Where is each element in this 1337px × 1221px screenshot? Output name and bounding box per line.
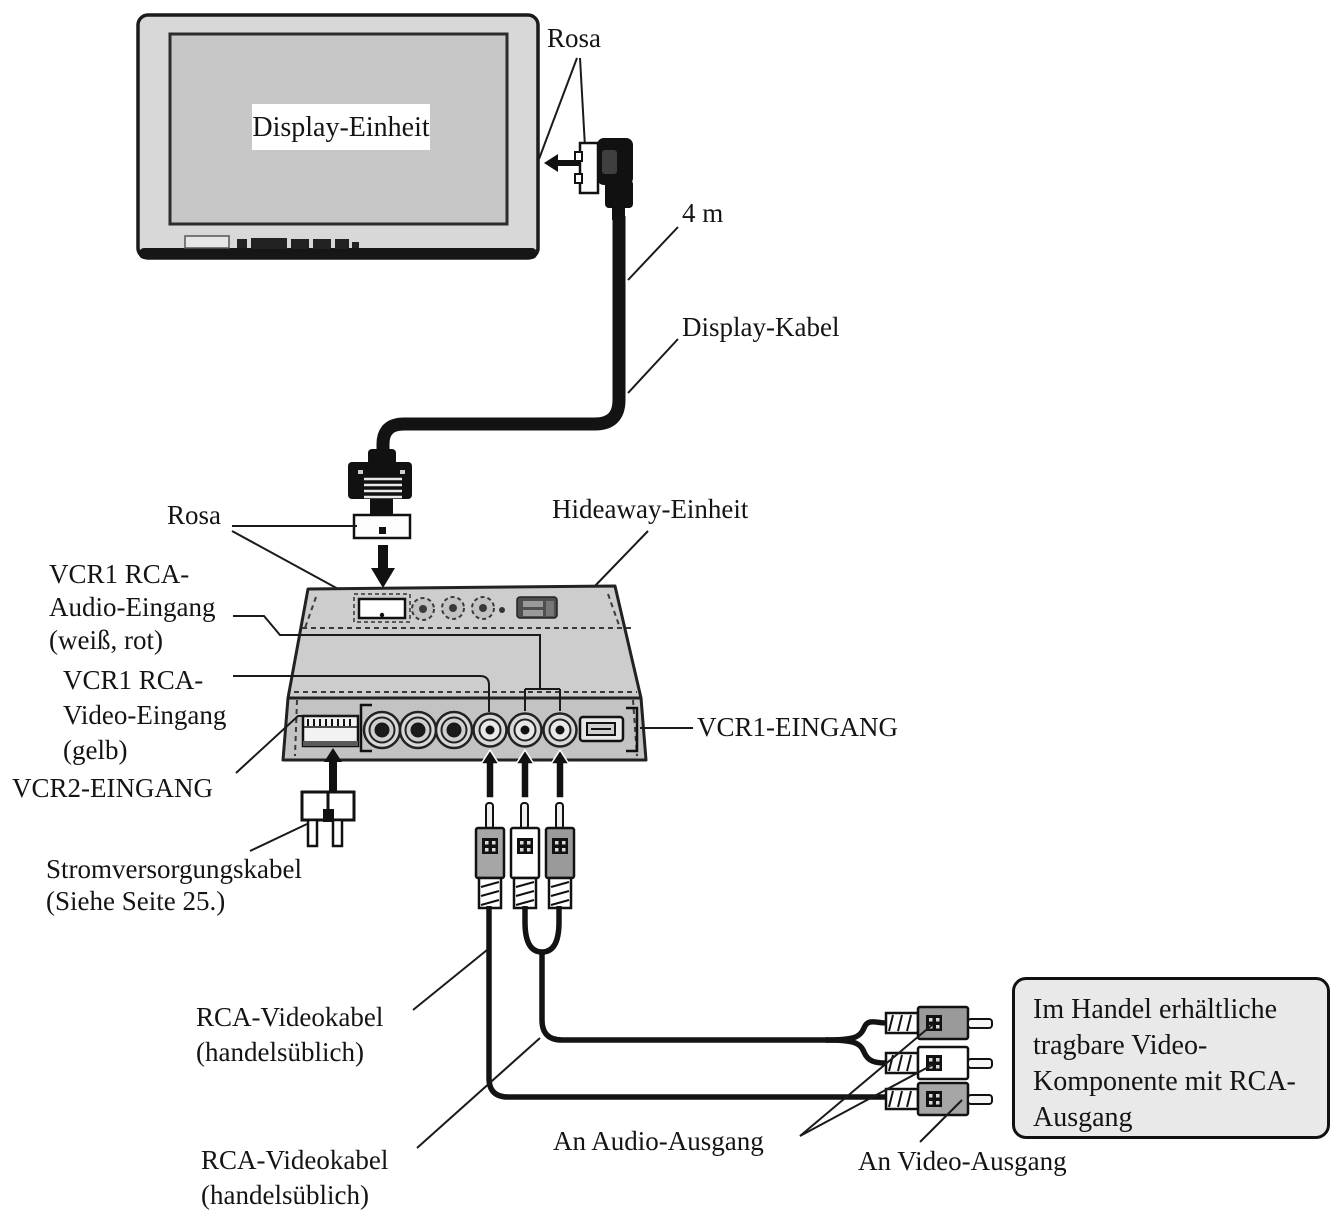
rca-cable-lines bbox=[486, 906, 887, 1100]
power-leader-line bbox=[249, 823, 308, 852]
rca-plugs-right bbox=[884, 1005, 993, 1117]
rosa-top-leader-lines bbox=[538, 57, 586, 160]
hideaway-unit-label: Hideaway-Einheit bbox=[552, 494, 749, 524]
display-cable-plug bbox=[348, 449, 412, 540]
vcr2-multipin-connector bbox=[301, 714, 360, 748]
cable-leader-lines bbox=[627, 226, 679, 394]
vcr2-leader-line bbox=[235, 715, 359, 774]
display-buttons bbox=[184, 235, 359, 249]
audio-cable-line bbox=[539, 952, 828, 1043]
rosa-top-label: Rosa bbox=[547, 23, 601, 53]
power-connector bbox=[300, 790, 356, 848]
rca-cable1-line1: RCA-Videokabel bbox=[196, 1002, 384, 1032]
rca-jacks-small bbox=[472, 712, 578, 748]
rca-plug-video-up bbox=[474, 802, 506, 910]
rca-plug-red-up bbox=[544, 802, 576, 910]
video-cable-line bbox=[486, 906, 886, 1100]
vcr1-connector bbox=[578, 715, 625, 743]
vcr1-audio-line2: Audio-Eingang bbox=[49, 592, 216, 622]
vcr1-video-input-label: VCR1 RCA- Video-Eingang (gelb) bbox=[63, 663, 226, 768]
din-connector-icons bbox=[411, 596, 505, 621]
rca-plug-yellow-right bbox=[884, 1081, 993, 1117]
rca-plug-white-right bbox=[884, 1045, 993, 1081]
vcr1-video-leader-line bbox=[233, 675, 490, 712]
vcr1-video-line1: VCR1 RCA- bbox=[63, 665, 204, 695]
video-component-box: Im Handel erhältliche tragbare Video- Ko… bbox=[1012, 977, 1330, 1139]
rca-plug-white-up bbox=[509, 802, 541, 910]
rca-cable1-line2: (handelsüblich) bbox=[196, 1037, 364, 1067]
right-bracket-icon bbox=[626, 706, 639, 753]
rosa-mid-label: Rosa bbox=[167, 500, 221, 530]
left-bracket-icon bbox=[359, 703, 372, 753]
rca-cable1-leader-line bbox=[412, 949, 488, 1011]
display-cable-line bbox=[376, 216, 626, 452]
rca-plugs-up bbox=[474, 802, 576, 910]
video-out-leader-line bbox=[919, 1099, 963, 1143]
power-cable-line1: Stromversorgungskabel bbox=[46, 854, 302, 884]
audio-output-label: An Audio-Ausgang bbox=[553, 1126, 764, 1156]
audio-pair-u bbox=[522, 906, 562, 955]
vcr1-audio-leader-line bbox=[233, 615, 561, 711]
component-line3: Komponente mit RCA- bbox=[1033, 1066, 1296, 1097]
vcr1-audio-line1: VCR1 RCA- bbox=[49, 559, 190, 589]
component-line4: Ausgang bbox=[1033, 1102, 1133, 1133]
bottom-leader-lines bbox=[412, 949, 963, 1149]
component-line2: tragbare Video- bbox=[1033, 1030, 1208, 1061]
hideaway-top-face bbox=[286, 584, 643, 700]
display-unit-label: Display-Einheit bbox=[252, 104, 430, 150]
vcr1-video-line3: (gelb) bbox=[63, 735, 128, 765]
left-arrow-icon bbox=[544, 154, 582, 172]
component-line1: Im Handel erhältliche bbox=[1033, 994, 1278, 1025]
vcr2-input-label: VCR2-EINGANG bbox=[12, 773, 213, 803]
audio-branch-red bbox=[825, 1019, 887, 1043]
rca-jacks-large bbox=[362, 710, 474, 750]
vcr1-video-line2: Video-Eingang bbox=[63, 700, 227, 730]
power-cable-line2: (Siehe Seite 25.) bbox=[46, 886, 226, 916]
rca-video-cable2-label: RCA-Videokabel (handelsüblich) bbox=[201, 1143, 388, 1213]
cable-length-label: 4 m bbox=[682, 198, 724, 228]
hideaway-leader-line bbox=[592, 530, 649, 589]
video-output-label: An Video-Ausgang bbox=[858, 1146, 1067, 1176]
display-cable-label: Display-Kabel bbox=[682, 312, 840, 342]
audio-out-leader-line-1 bbox=[799, 1024, 933, 1137]
display-cable-socket bbox=[353, 593, 411, 623]
hideaway-unit-graphic bbox=[281, 584, 648, 762]
audio-branch-white bbox=[825, 1037, 887, 1066]
rca-video-cable1-label: RCA-Videokabel (handelsüblich) bbox=[196, 1000, 383, 1070]
power-cable-label: Stromversorgungskabel (Siehe Seite 25.) bbox=[46, 853, 302, 917]
down-arrow-icon bbox=[371, 545, 395, 588]
vcr1-input-label: VCR1-EINGANG bbox=[697, 712, 898, 742]
display-side-connector bbox=[574, 138, 633, 220]
top-connector-block bbox=[516, 596, 558, 619]
rca-plug-red-right bbox=[884, 1005, 993, 1041]
vcr1-audio-line3: (weiß, rot) bbox=[49, 625, 163, 655]
rca-cable2-line1: RCA-Videokabel bbox=[201, 1145, 389, 1175]
rca-cable2-leader-line bbox=[416, 1037, 541, 1149]
audio-out-leader-line-2 bbox=[799, 1063, 935, 1137]
rca-cable2-line2: (handelsüblich) bbox=[201, 1180, 369, 1210]
up-arrow-icon bbox=[324, 748, 342, 792]
video-component-text: Im Handel erhältliche tragbare Video- Ko… bbox=[1033, 992, 1296, 1136]
display-bottom-edge bbox=[139, 248, 537, 259]
vcr1-audio-input-label: VCR1 RCA- Audio-Eingang (weiß, rot) bbox=[49, 558, 215, 657]
plug-up-arrow-icons bbox=[479, 748, 571, 799]
